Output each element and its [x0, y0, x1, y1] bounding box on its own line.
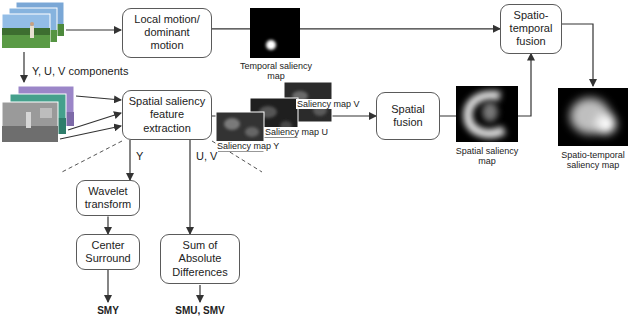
- caption-label: Saliency map U: [264, 127, 329, 137]
- spatial-map: [456, 86, 518, 142]
- box-text: Spatio-temporal fusion: [506, 9, 556, 49]
- process-box: Spatial fusion: [376, 92, 440, 140]
- temporal-map: [250, 8, 300, 58]
- flow-arrow: [129, 140, 130, 180]
- output-arrow: [107, 269, 108, 302]
- flow-arrow: [107, 216, 108, 234]
- dashed-guide: [62, 141, 122, 172]
- spatio-temporal-map: [558, 88, 628, 146]
- caption-label: Saliency map Y: [216, 141, 280, 151]
- box-text: Wavelet transform: [82, 185, 134, 211]
- process-box: Spatial saliency feature extraction: [122, 90, 212, 140]
- caption-label: Saliency map V: [296, 99, 361, 109]
- caption-label: SMU, SMV: [170, 305, 230, 317]
- caption-label: Y, U, V components: [32, 65, 128, 78]
- caption-label: Spatio-temporal saliency map: [552, 150, 634, 171]
- process-box: Center Surround: [76, 234, 140, 270]
- output-arrow: [199, 285, 200, 302]
- box-text: Center Surround: [82, 239, 134, 265]
- box-text: Spatial fusion: [382, 103, 434, 129]
- input-arrow: [60, 126, 121, 139]
- box-text: Sum of Absolute Differences: [166, 239, 234, 279]
- input-arrow: [23, 52, 24, 82]
- edge-label: Y: [135, 150, 144, 162]
- caption-label: Spatial saliency map: [448, 146, 526, 167]
- edge-label: U, V: [195, 150, 218, 162]
- box-text: Local motion/ dominant motion: [128, 13, 206, 53]
- process-box: Sum of Absolute Differences: [160, 234, 240, 284]
- caption-label: Temporal saliency map: [234, 61, 318, 82]
- yuv-components: [2, 86, 74, 142]
- input-arrow: [76, 96, 121, 100]
- caption-label: SMY: [94, 305, 122, 317]
- process-box: Local motion/ dominant motion: [122, 8, 212, 58]
- flow-arrow: [189, 140, 190, 234]
- box-text: Spatial saliency feature extraction: [128, 95, 206, 135]
- process-box: Spatio-temporal fusion: [500, 4, 562, 54]
- video-frames: [2, 2, 64, 48]
- output-arrow: [562, 24, 593, 86]
- process-box: Wavelet transform: [76, 180, 140, 216]
- input-arrow: [66, 29, 121, 30]
